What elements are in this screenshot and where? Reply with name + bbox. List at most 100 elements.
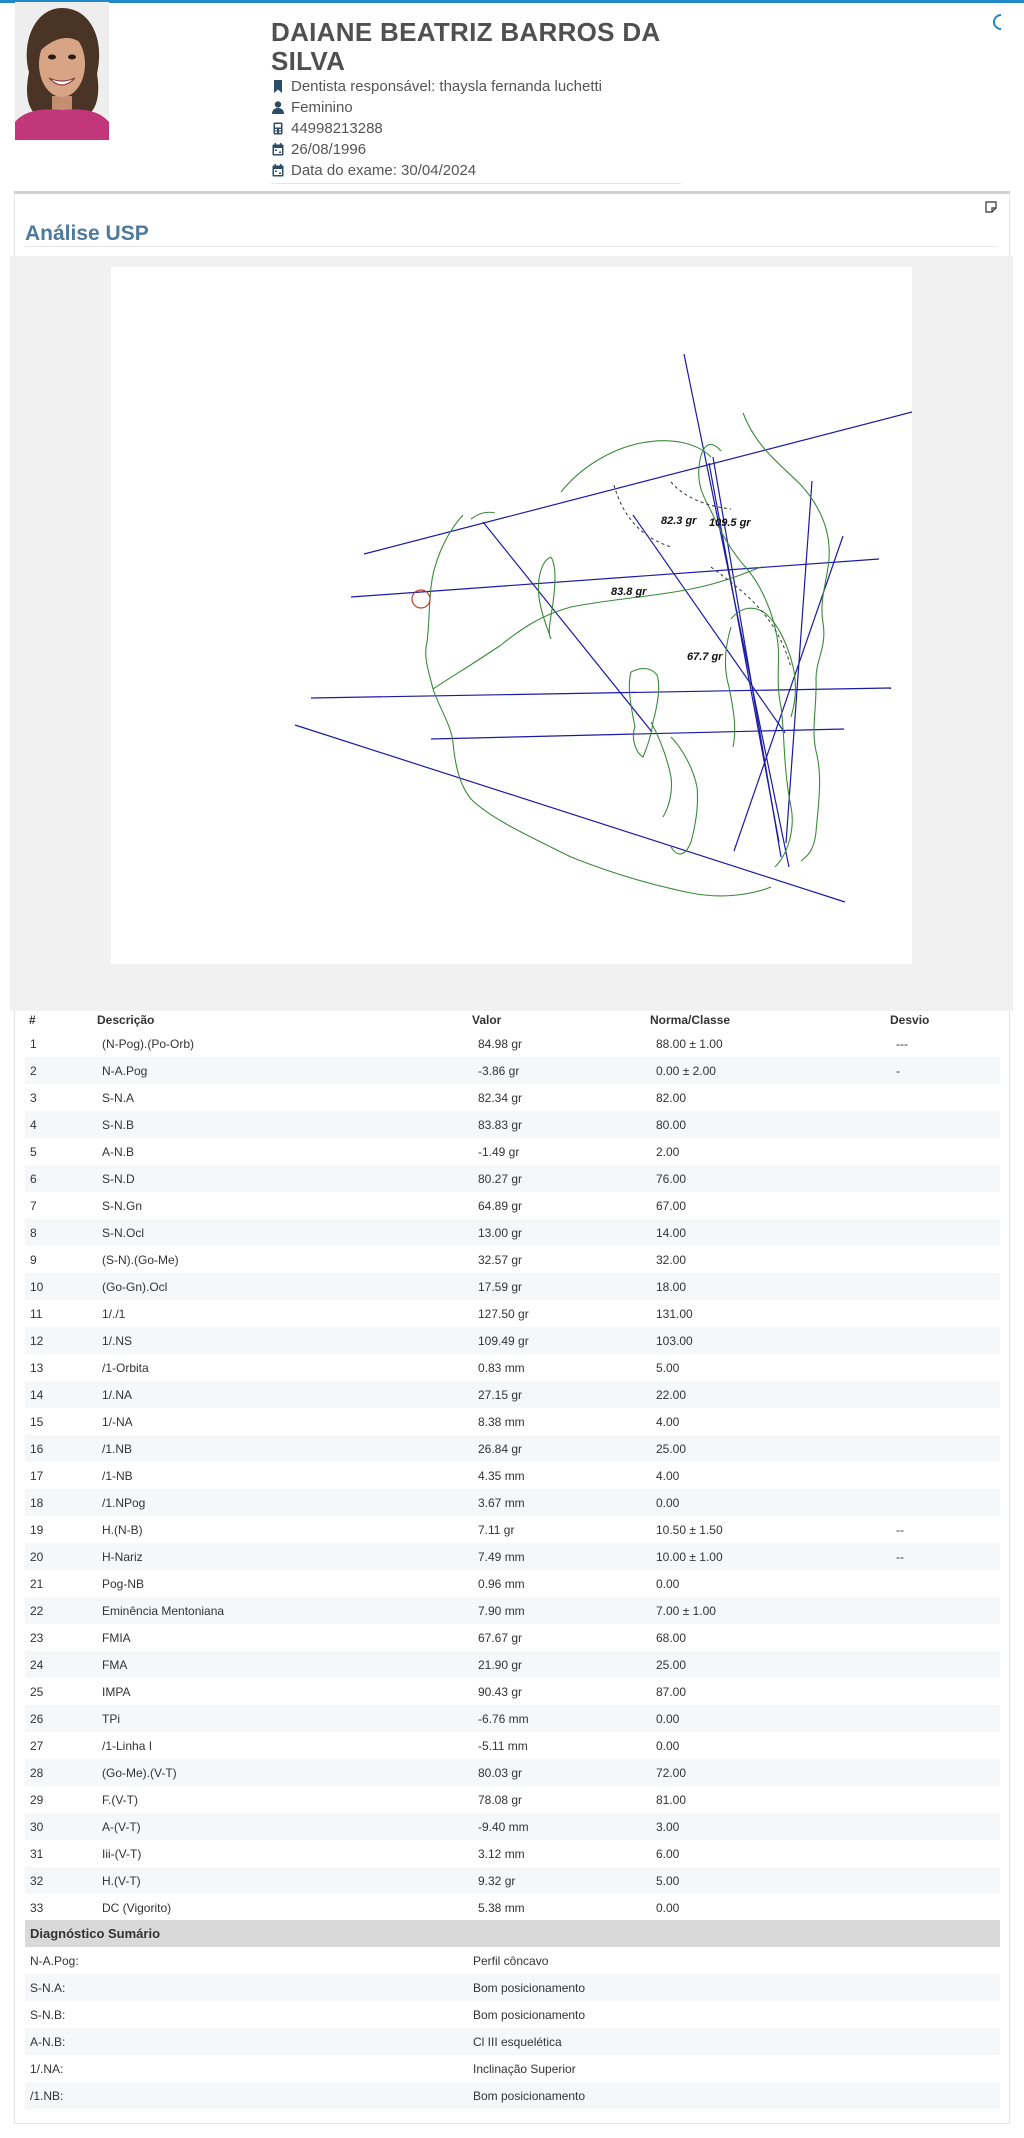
- row-value: 67.67 gr: [478, 1630, 523, 1645]
- row-number: 9: [30, 1252, 37, 1267]
- row-value: 3.67 mm: [468, 1489, 646, 1516]
- row-description: 1/./1: [102, 1306, 126, 1321]
- row-value: 7.90 mm: [468, 1597, 646, 1624]
- row-description: (S-N).(Go-Me): [102, 1252, 179, 1267]
- summary-row: A-N.B:Cl III esquelética: [25, 2028, 1000, 2055]
- phone-icon: [271, 122, 284, 136]
- row-number: 1: [30, 1036, 37, 1051]
- summary-value: Cl III esquelética: [468, 2028, 1000, 2055]
- row-description: DC (Vigorito): [102, 1900, 172, 1915]
- row-number: 14: [25, 1381, 93, 1408]
- row-number: 13: [30, 1360, 44, 1375]
- row-value: 32.57 gr: [478, 1252, 523, 1267]
- row-number: 2: [25, 1057, 93, 1084]
- summary-row: S-N.A:Bom posicionamento: [25, 1974, 1000, 2001]
- angle-label: 109.5 gr: [709, 517, 751, 529]
- row-deviation: [886, 1165, 1000, 1192]
- row-description: /1.NPog: [93, 1489, 468, 1516]
- row-value: 3.12 mm: [478, 1846, 525, 1861]
- row-norm: 80.00: [646, 1111, 886, 1138]
- row-deviation: ---: [896, 1036, 908, 1051]
- row-description: S-N.A: [102, 1090, 135, 1105]
- row-deviation: [886, 1084, 1000, 1111]
- reference-lines: [294, 353, 912, 903]
- row-value: 64.89 gr: [478, 1198, 523, 1213]
- patient-info: DAIANE BEATRIZ BARROS DA SILVA Dentista …: [271, 18, 681, 184]
- row-number: 29: [30, 1792, 44, 1807]
- row-value: 127.50 gr: [478, 1306, 529, 1321]
- summary-label: A-N.B:: [25, 2028, 468, 2055]
- row-norm: 67.00: [656, 1198, 687, 1213]
- row-deviation: [886, 1840, 1000, 1867]
- row-value: 109.49 gr: [468, 1327, 646, 1354]
- row-norm: 2.00: [656, 1144, 680, 1159]
- row-description: 1/-NA: [102, 1414, 133, 1429]
- row-deviation: [886, 1327, 1000, 1354]
- row-description: H.(V-T): [93, 1867, 468, 1894]
- patient-name: DAIANE BEATRIZ BARROS DA SILVA: [271, 17, 660, 76]
- row-number: 25: [30, 1684, 44, 1699]
- row-description: H-Nariz: [93, 1543, 468, 1570]
- row-value: 80.03 gr: [468, 1759, 646, 1786]
- landmark-marker: [411, 589, 431, 609]
- row-deviation: [886, 1651, 1000, 1678]
- row-deviation: [886, 1759, 1000, 1786]
- row-number: 19: [30, 1522, 44, 1537]
- row-norm: 4.00: [656, 1468, 680, 1483]
- row-norm: 0.00 ± 2.00: [646, 1057, 886, 1084]
- row-norm: 0.00: [656, 1738, 680, 1753]
- table-header-row: # Descrição Valor Norma/Classe Desvio: [25, 1010, 1000, 1030]
- row-description: 1/.NS: [93, 1327, 468, 1354]
- row-norm: 10.00 ± 1.00: [646, 1543, 886, 1570]
- row-number: 3: [30, 1090, 37, 1105]
- row-deviation: [886, 1435, 1000, 1462]
- row-norm: 81.00: [656, 1792, 687, 1807]
- row-description: (Go-Gn).Ocl: [93, 1273, 468, 1300]
- row-value: 21.90 gr: [468, 1651, 646, 1678]
- loading-spinner-icon: [989, 10, 1013, 34]
- note-icon[interactable]: [985, 198, 997, 213]
- row-deviation: [886, 1624, 1000, 1651]
- person-icon: [271, 101, 284, 115]
- summary-value: Bom posicionamento: [468, 2082, 1000, 2109]
- row-number: 28: [25, 1759, 93, 1786]
- row-value: -5.11 mm: [478, 1738, 528, 1753]
- row-description: N-A.Pog: [93, 1057, 468, 1084]
- dentist-line: Dentista responsável: thaysla fernanda l…: [271, 76, 681, 97]
- row-norm: 7.00 ± 1.00: [646, 1597, 886, 1624]
- row-norm: 0.00: [656, 1900, 680, 1915]
- row-deviation: [886, 1786, 1000, 1813]
- row-norm: 87.00: [656, 1684, 687, 1699]
- row-norm: 5.00: [646, 1867, 886, 1894]
- row-norm: 18.00: [646, 1273, 886, 1300]
- row-description: Eminência Mentoniana: [93, 1597, 468, 1624]
- exam-date-text: Data do exame: 30/04/2024: [291, 162, 477, 179]
- summary-label: /1.NB:: [25, 2082, 468, 2109]
- row-deviation: [886, 1894, 1000, 1921]
- row-value: 17.59 gr: [468, 1273, 646, 1300]
- row-value: 0.83 mm: [478, 1360, 525, 1375]
- row-number: 11: [30, 1306, 43, 1321]
- row-norm: 32.00: [656, 1252, 687, 1267]
- col-deviation: Desvio: [890, 1013, 930, 1027]
- row-norm: 0.00: [646, 1705, 886, 1732]
- dentist-text: Dentista responsável: thaysla fernanda l…: [291, 78, 603, 95]
- table-row: 9 (S-N).(Go-Me) 32.57 gr 32.00: [25, 1246, 1000, 1273]
- row-number: 6: [25, 1165, 93, 1192]
- row-deviation: [886, 1597, 1000, 1624]
- row-number: 30: [25, 1813, 93, 1840]
- row-deviation: --: [886, 1543, 1000, 1570]
- row-value: 4.35 mm: [478, 1468, 525, 1483]
